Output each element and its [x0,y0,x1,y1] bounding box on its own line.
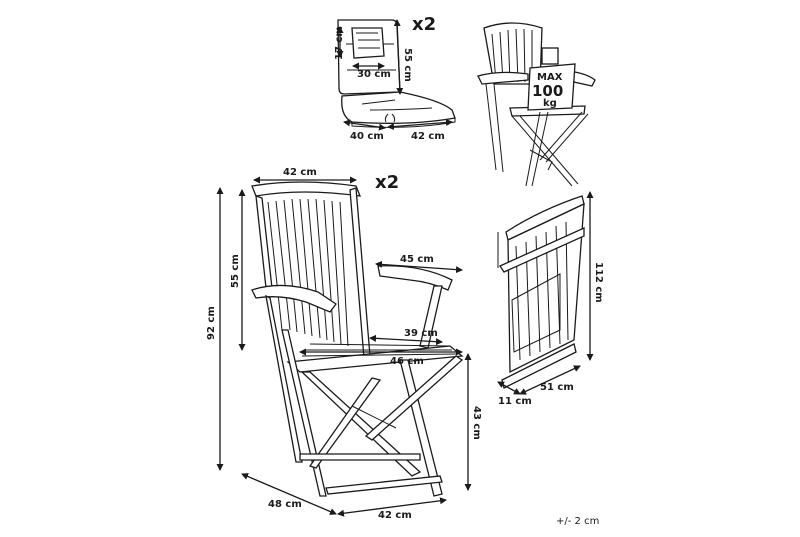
chair-base-width-label: 42 cm [378,510,412,521]
chair-seat-depth-inner-label: 39 cm [404,328,438,339]
cushion-back-height-label: 55 cm [402,48,413,82]
cushion-illustration [337,19,456,128]
seat-depth-arrow [343,119,386,131]
cushion-quantity: x2 [412,14,436,35]
folded-height-label: 112 cm [593,262,604,303]
cushion-dimensions [336,19,453,131]
chair-base-depth-label: 48 cm [268,499,302,510]
folded-chair-dimensions [497,191,594,395]
load-badge-line2: 100 [532,82,563,100]
base-depth-arrow [241,473,337,515]
chair-quantity: x2 [375,172,399,193]
chair-load-illustration: MAX 100 kg [477,22,596,187]
cushion-pillow-width-label: 30 cm [357,69,391,80]
chair-dimensions [216,176,472,517]
base-width-arrow [337,497,447,517]
chair-back-width-label: 42 cm [283,167,317,178]
back-cushion-height-arrow [393,19,404,95]
chair-seat-height-label: 43 cm [471,406,482,440]
folded-width-arrow [519,365,581,395]
tolerance-note: +/- 2 cm [556,516,599,527]
cushion-seat-width-label: 42 cm [411,131,445,142]
arm-length-arrow [375,260,463,274]
cushion-seat-depth-label: 40 cm [350,131,384,142]
chair-back-height-label: 55 cm [230,254,241,288]
seat-width-arrow [387,118,453,131]
folded-chair-illustration [497,195,585,389]
folded-thickness-arrow [497,381,521,395]
chair-arm-length-label: 45 cm [400,254,434,265]
folded-width-label: 51 cm [540,382,574,393]
cushion-pillow-height-label: 17 cm [334,26,345,60]
load-badge-line1: MAX [537,72,563,83]
chair-illustration [251,181,464,497]
load-badge-line3: kg [543,98,557,109]
seat-depth-inner-arrow [369,334,443,346]
chair-seat-depth-label: 46 cm [390,356,424,367]
chair-total-height-label: 92 cm [206,306,217,340]
folded-thickness-label: 11 cm [498,396,532,407]
